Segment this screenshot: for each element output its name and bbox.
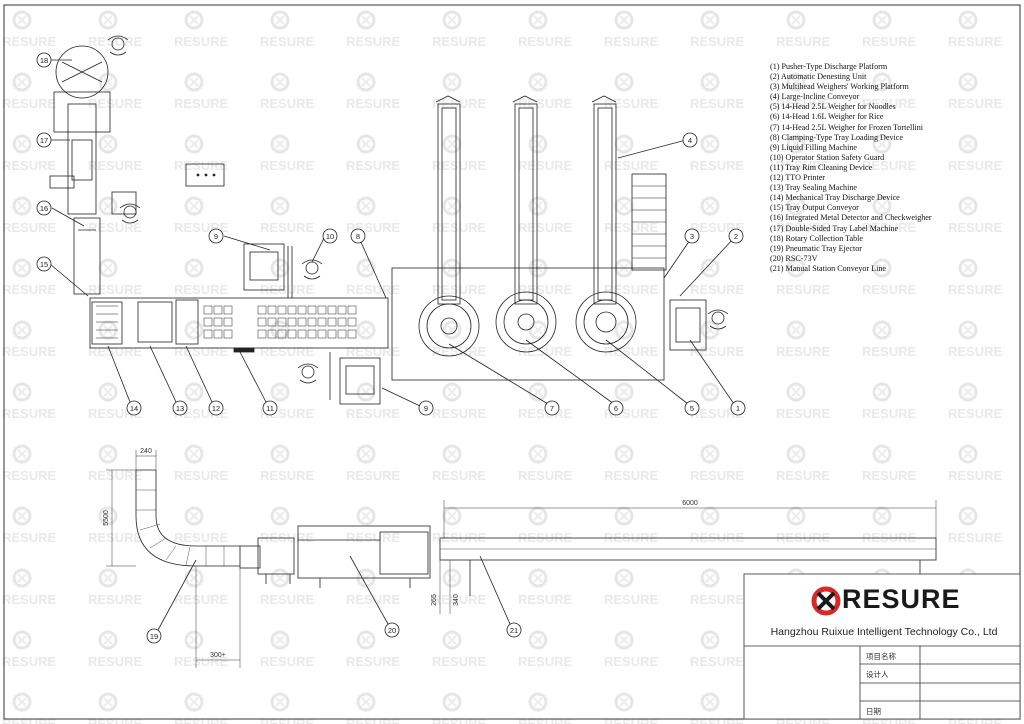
dim-5500: 5500 [103,510,110,526]
callout-6: 6 [614,404,618,413]
callout-21: 21 [510,626,518,635]
callout-1: 1 [736,404,740,413]
legend-item: (15) Tray Output Conveyor [770,203,859,213]
legend-item: (21) Manual Station Conveyor Line [770,263,886,273]
drawing-border [3,4,1021,720]
legend-item: (9) Liquid Filling Machine [770,142,857,152]
callout-17: 17 [40,136,48,145]
legend-item: (2) Automatic Denesting Unit [770,72,867,82]
field-designer: 设计人 [866,670,889,679]
callout-2: 2 [734,232,738,241]
logo-wordmark: RESURE [842,584,961,614]
callout-9a: 9 [214,232,218,241]
callout-18: 18 [40,56,48,65]
callout-4: 4 [688,136,692,145]
side-elevation-view [135,469,937,631]
legend-item: (20) RSC-73V [770,253,818,263]
callout-20: 20 [388,626,396,635]
resure-logo-icon [811,586,841,616]
callout-circles [36,52,746,644]
dimension-labels: 240 5500 6000 265 340 300+ [103,448,698,659]
rotary-table [55,45,109,99]
dimension-lines [106,450,937,668]
callout-9b: 9 [424,404,428,413]
legend-item: (13) Tray Sealing Machine [770,183,857,193]
title-block [743,573,1021,720]
field-date: 日期 [866,707,881,716]
dim-340: 340 [453,594,460,606]
legend-item: (16) Integrated Metal Detector and Check… [770,213,932,223]
legend-item: (1) Pusher-Type Discharge Platform [770,62,888,71]
legend-item: (3) Multihead Weighers' Working Platform [770,82,909,92]
legend-item: (17) Double-Sided Tray Label Machine [770,223,899,233]
top-plan-view [49,35,735,407]
callout-16: 16 [40,204,48,213]
field-project-name: 项目名称 [866,652,896,661]
callout-13: 13 [176,404,184,413]
legend-item: (11) Tray Rim Cleaning Device [770,162,873,172]
dim-240: 240 [140,448,152,455]
callout-8: 8 [356,232,360,241]
company-name: Hangzhou Ruixue Intelligent Technology C… [770,626,998,638]
callout-11: 11 [266,404,274,413]
callout-19: 19 [150,632,158,641]
legend-item: (18) Rotary Collection Table [770,233,864,243]
callout-labels: 18 17 16 15 14 13 12 11 9 9 10 8 4 3 2 5… [40,56,740,641]
legend-item: (14) Mechanical Tray Discharge Device [770,193,900,203]
dim-265: 265 [431,594,438,606]
legend-item: (19) Pneumatic Tray Ejector [770,243,862,253]
dim-300: 300+ [210,652,226,659]
callout-3: 3 [690,232,694,241]
component-legend: (1) Pusher-Type Discharge Platform(2) Au… [770,62,1010,274]
dim-6000: 6000 [682,500,698,507]
callout-7: 7 [550,404,554,413]
legend-item: (7) 14-Head 2.5L Weigher for Frozen Tort… [770,122,924,132]
legend-item: (6) 14-Head 1.6L Weigher for Rice [770,112,884,122]
callout-14: 14 [130,404,138,413]
callout-15: 15 [40,260,48,269]
callout-5: 5 [690,404,694,413]
legend-item: (12) TTO Printer [770,173,826,183]
legend-item: (4) Large-Incline Conveyor [770,92,860,102]
callout-12: 12 [212,404,220,413]
legend-item: (5) 14-Head 2.5L Weigher for Noodles [770,102,896,112]
legend-item: (8) Clamping-Type Tray Loading Device [770,132,903,142]
legend-item: (10) Operator Station Safety Guard [770,152,885,162]
callout-10: 10 [326,232,334,241]
